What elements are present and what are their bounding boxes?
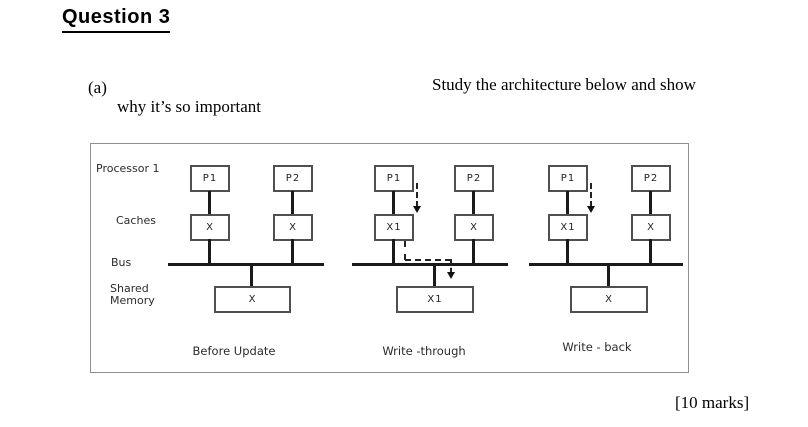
- bus-line: [529, 263, 683, 266]
- cache-to-memory-arrow: [450, 259, 452, 273]
- cache-box: X: [190, 214, 230, 241]
- shared-memory-box: X: [570, 286, 648, 313]
- diagram-caption: Before Update: [192, 344, 276, 358]
- connector-line: [392, 239, 395, 265]
- diagram-caption: Write -through: [382, 344, 466, 358]
- connector-line: [208, 191, 211, 215]
- connector-line: [291, 239, 294, 265]
- connector-line: [208, 239, 211, 265]
- row-label-bus: Bus: [111, 256, 132, 269]
- cache-box: X: [631, 214, 671, 241]
- architecture-diagram: Processor 1 Caches Bus Shared Memory P1 …: [90, 143, 689, 373]
- part-label: (a): [88, 78, 107, 97]
- connector-line: [472, 239, 475, 265]
- connector-line: [566, 191, 569, 215]
- cache-box: X1: [374, 214, 414, 241]
- p1-to-cache-arrow: [590, 183, 592, 207]
- bus-line: [168, 263, 324, 266]
- cache-box: X: [454, 214, 494, 241]
- connector-line: [607, 265, 610, 286]
- shared-memory-box: X: [214, 286, 291, 313]
- cache-to-memory-arrow: [404, 241, 406, 260]
- processor-box: P1: [548, 165, 588, 192]
- connector-line: [472, 191, 475, 215]
- p1-to-cache-arrow: [416, 183, 418, 207]
- connector-line: [250, 265, 253, 286]
- cache-box: X1: [548, 214, 588, 241]
- question-title: Question 3: [62, 6, 171, 33]
- row-label-shared-memory: Shared Memory: [110, 283, 155, 307]
- row-label-processor: Processor 1: [96, 162, 160, 175]
- diagram-caption: Write - back: [562, 340, 632, 354]
- shared-memory-box: X1: [396, 286, 474, 313]
- connector-line: [649, 239, 652, 265]
- processor-box: P1: [190, 165, 230, 192]
- processor-box: P1: [374, 165, 414, 192]
- connector-line: [392, 191, 395, 215]
- instruction-text: Study the architecture below and show: [432, 75, 696, 94]
- processor-box: P2: [454, 165, 494, 192]
- down-arrowhead-icon: [413, 206, 421, 213]
- connector-line: [291, 191, 294, 215]
- connector-line: [649, 191, 652, 215]
- cache-to-memory-arrow: [405, 259, 451, 261]
- instruction-continuation: why it’s so important: [117, 97, 262, 116]
- connector-line: [433, 265, 436, 286]
- down-arrowhead-icon: [587, 206, 595, 213]
- connector-line: [566, 239, 569, 265]
- processor-box: P2: [273, 165, 313, 192]
- bus-line: [352, 263, 508, 266]
- cache-box: X: [273, 214, 313, 241]
- processor-box: P2: [631, 165, 671, 192]
- row-label-shared-memory-line2: Memory: [110, 294, 155, 307]
- marks-label: [10 marks]: [675, 393, 750, 412]
- row-label-shared-memory-line1: Shared: [110, 282, 149, 295]
- down-arrowhead-icon: [447, 272, 455, 279]
- row-label-caches: Caches: [116, 214, 156, 227]
